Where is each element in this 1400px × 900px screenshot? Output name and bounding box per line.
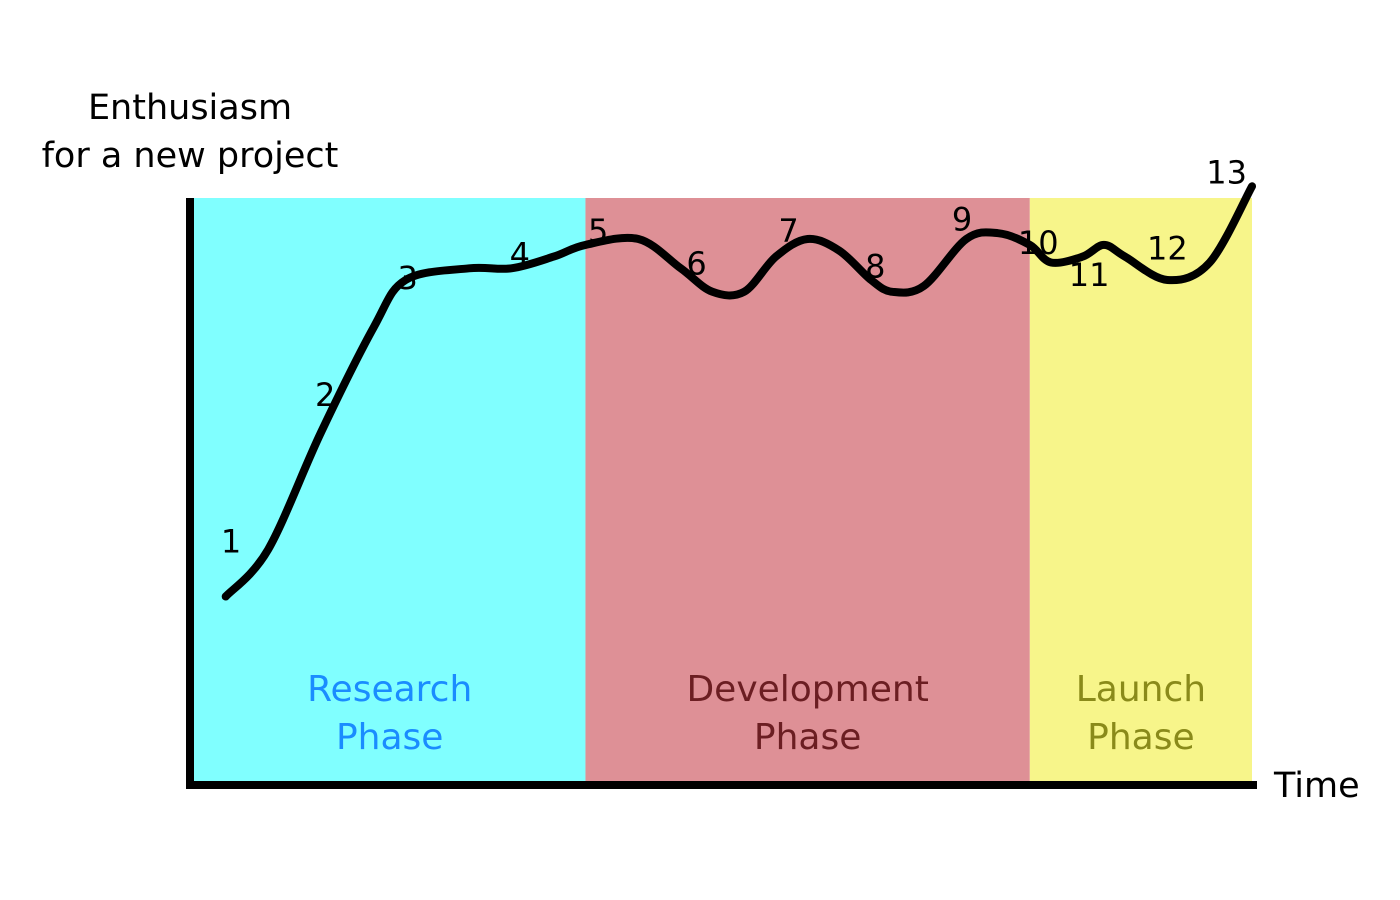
enthusiasm-line-layer (221, 182, 1256, 601)
enthusiasm-line (221, 182, 1256, 601)
phase-label-1-line-0: Development (686, 669, 929, 710)
y-axis-label-line-2: for a new project (41, 136, 339, 176)
phase-band-2 (1029, 198, 1252, 784)
point-label-11: 11 (1069, 256, 1110, 294)
point-label-9: 9 (952, 200, 972, 238)
phase-label-1-line-1: Phase (753, 717, 862, 758)
x-axis-label: Time (1274, 766, 1360, 806)
phase-label-0-line-0: Research (307, 669, 473, 710)
point-label-1: 1 (221, 523, 241, 561)
point-label-4: 4 (510, 236, 530, 274)
point-label-5: 5 (588, 212, 608, 250)
y-axis-label: Enthusiasm for a new project (20, 84, 360, 180)
phase-label-0-line-1: Phase (335, 717, 444, 758)
point-label-3: 3 (398, 259, 418, 297)
y-axis-label-line-1: Enthusiasm (87, 88, 293, 128)
phase-band-1 (585, 198, 1030, 784)
point-label-10: 10 (1018, 224, 1059, 262)
phase-label-2-line-1: Phase (1087, 717, 1195, 758)
point-label-13: 13 (1206, 154, 1247, 192)
point-label-8: 8 (865, 247, 885, 285)
axes (186, 198, 1257, 789)
phase-label-2-line-0: Launch (1075, 669, 1207, 710)
point-label-2: 2 (315, 376, 335, 414)
point-label-7: 7 (778, 212, 798, 250)
point-label-12: 12 (1147, 230, 1188, 268)
point-label-6: 6 (686, 244, 706, 282)
